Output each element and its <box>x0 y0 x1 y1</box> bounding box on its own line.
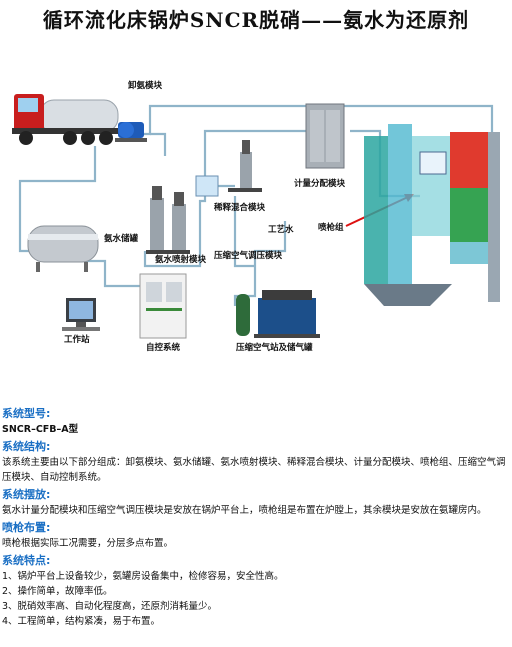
dilution-module-image <box>195 140 262 197</box>
section-model: 系统型号: SNCR–CFB–A型 <box>2 407 510 437</box>
label-metering: 计量分配模块 <box>294 178 346 189</box>
section-heading: 系统结构: <box>2 440 51 453</box>
section-body: SNCR–CFB–A型 <box>2 424 79 435</box>
section-structure: 系统结构: 该系统主要由以下部分组成：卸氨模块、氨水储罐、氨水喷射模块、稀释混合… <box>2 440 510 485</box>
label-injection-pump: 氨水喷射模块 <box>155 254 207 265</box>
description-area: 系统型号: SNCR–CFB–A型 系统结构: 该系统主要由以下部分组成：卸氨模… <box>2 404 510 629</box>
section-heading: 系统摆放: <box>2 488 51 501</box>
label-unloading: 卸氨模块 <box>128 80 163 91</box>
label-storage: 氨水储罐 <box>104 233 139 244</box>
list-item: 4、工程简单，结构紧凑，易于布置。 <box>2 616 161 627</box>
ammonia-truck-image <box>12 94 122 145</box>
label-air-station: 压缩空气站及储气罐 <box>236 342 313 353</box>
workstation-image <box>62 298 100 331</box>
section-body: 氨水计量分配模块和压缩空气调压模块是安放在锅炉平台上，喷枪组是布置在炉膛上，其余… <box>2 505 487 516</box>
list-item: 3、脱硝效率高、自动化程度高，还原剂消耗量少。 <box>2 601 218 612</box>
section-heading: 系统型号: <box>2 407 51 420</box>
process-diagram: 卸氨模块 氨水储罐 氨水喷射模块 稀释混合模块 计量分配模块 喷枪组 工艺水 压… <box>12 80 500 353</box>
label-lance-group: 喷枪组 <box>318 222 344 233</box>
unloading-pump-image <box>115 122 147 142</box>
list-item: 2、操作简单，故障率低。 <box>2 586 113 597</box>
label-workstation: 工作站 <box>64 334 90 345</box>
injection-pump-image <box>146 186 190 254</box>
metering-cabinet-image <box>305 103 345 169</box>
air-station-image <box>236 290 320 338</box>
label-control: 自控系统 <box>146 342 181 353</box>
storage-tank-image <box>27 225 99 272</box>
section-placement: 系统摆放: 氨水计量分配模块和压缩空气调压模块是安放在锅炉平台上，喷枪组是布置在… <box>2 488 510 518</box>
control-cabinet-image <box>139 273 187 339</box>
section-heading: 喷枪布置: <box>2 521 51 534</box>
section-lance-layout: 喷枪布置: 喷枪根据实际工况需要，分层多点布置。 <box>2 521 510 551</box>
section-body: 该系统主要由以下部分组成：卸氨模块、氨水储罐、氨水喷射模块、稀释混合模块、计量分… <box>2 457 506 483</box>
features-list: 1、锅炉平台上设备较少，氨罐房设备集中，检修容易，安全性高。 2、操作简单，故障… <box>2 569 510 629</box>
page-title: 循环流化床锅炉SNCR脱硝——氨水为还原剂 <box>42 8 470 32</box>
label-air-regulation: 压缩空气调压模块 <box>214 250 283 261</box>
label-dilution: 稀释混合模块 <box>214 202 266 213</box>
boiler-image <box>364 124 500 306</box>
list-item: 1、锅炉平台上设备较少，氨罐房设备集中，检修容易，安全性高。 <box>2 571 284 582</box>
label-process-water: 工艺水 <box>268 224 294 235</box>
section-features: 系统特点: 1、锅炉平台上设备较少，氨罐房设备集中，检修容易，安全性高。 2、操… <box>2 554 510 629</box>
section-body: 喷枪根据实际工况需要，分层多点布置。 <box>2 538 174 549</box>
section-heading: 系统特点: <box>2 554 51 567</box>
